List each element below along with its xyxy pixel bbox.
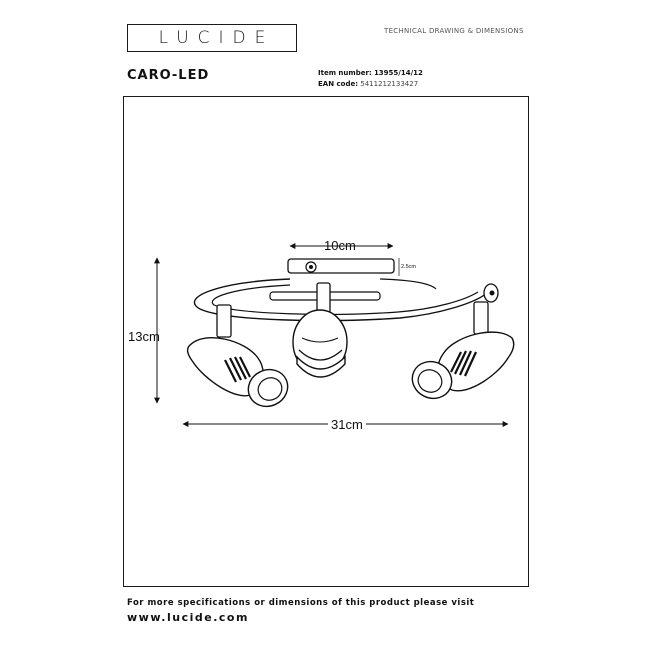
- depth-small-label: 2.5cm: [401, 264, 416, 270]
- center-spot-lens: [296, 355, 346, 378]
- item-number-row: Item number: 13955/14/12: [318, 68, 423, 79]
- spiral-arm-back: [379, 278, 437, 290]
- ceiling-plate: [287, 258, 395, 274]
- item-number-label: Item number:: [318, 69, 372, 77]
- right-spot-body: [437, 331, 515, 392]
- width-top-label: 10cm: [324, 238, 356, 253]
- left-spot-fins: [224, 356, 251, 383]
- ean-row: EAN code: 5411212133427: [318, 79, 423, 90]
- center-spot-stem: [316, 282, 331, 314]
- ean-value: 5411212133427: [360, 80, 419, 88]
- footer-note: For more specifications or dimensions of…: [127, 598, 475, 608]
- product-name: CARO-LED: [127, 68, 210, 83]
- brand-logo: LUCIDE: [127, 24, 297, 52]
- website-link[interactable]: www.lucide.com: [127, 611, 249, 624]
- right-spot-stem: [473, 301, 489, 335]
- plate-screw-center: [309, 265, 313, 269]
- center-spot-band: [301, 337, 339, 343]
- left-spot-stem: [216, 304, 232, 338]
- product-meta: Item number: 13955/14/12 EAN code: 54112…: [318, 68, 423, 90]
- spiral-arm-inner: [211, 284, 479, 315]
- center-spot-rim: [298, 349, 343, 361]
- drawing-frame: [123, 96, 529, 587]
- right-end-knob-dot: [489, 290, 495, 296]
- height-label: 13cm: [128, 329, 160, 344]
- item-number-value: 13955/14/12: [373, 69, 423, 77]
- left-spot-lens-inner: [257, 377, 283, 401]
- right-spot-lens-inner: [417, 369, 443, 393]
- spiral-arm-outer: [193, 278, 488, 322]
- ean-label: EAN code:: [318, 80, 359, 88]
- section-title: TECHNICAL DRAWING & DIMENSIONS: [384, 27, 524, 35]
- brand-logo-text: LUCIDE: [158, 28, 275, 48]
- width-total-label: 31cm: [328, 417, 366, 432]
- right-spot-fins: [450, 350, 477, 377]
